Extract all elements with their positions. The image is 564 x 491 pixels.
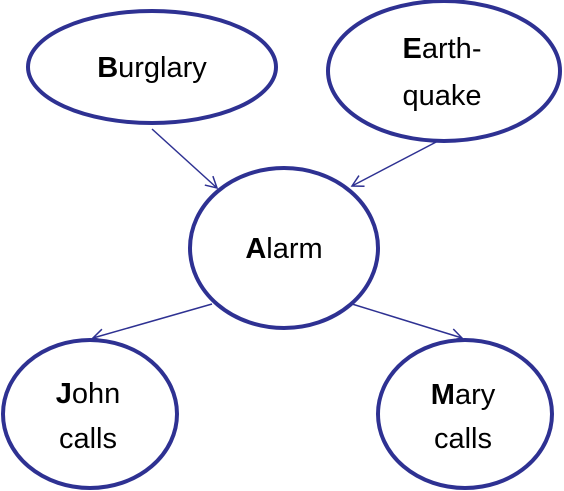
edge-earthquake-to-alarm	[350, 139, 441, 187]
node-mary-calls-ellipse	[376, 338, 554, 490]
edge-alarm-to-mary-calls	[351, 303, 464, 342]
node-mary-calls-label-line1: Mary	[431, 379, 496, 411]
node-earthquake: Earth- quake	[326, 0, 562, 143]
node-earthquake-label-line2: quake	[402, 80, 481, 112]
edge-alarm-to-john-calls	[91, 303, 213, 342]
node-burglary-initial: B	[97, 52, 118, 84]
node-burglary: Burglary	[26, 9, 278, 125]
node-mary-calls-label-line2: calls	[434, 423, 492, 455]
node-john-calls-rest: ohn	[72, 378, 120, 410]
node-alarm-ellipse	[188, 166, 380, 330]
node-alarm-label: Alarm	[245, 233, 322, 265]
node-john-calls-label-line1: John	[56, 378, 121, 410]
node-burglary-ellipse	[26, 9, 278, 125]
node-earthquake-ellipse	[326, 0, 562, 143]
node-burglary-label: Burglary	[97, 52, 207, 84]
node-alarm-rest: larm	[266, 233, 322, 265]
edge-burglary-to-alarm	[151, 128, 219, 190]
node-john-calls: John calls	[1, 338, 179, 490]
node-mary-calls-initial: M	[431, 379, 455, 411]
node-earthquake-label-line1: Earth-	[403, 33, 482, 65]
node-mary-calls: Mary calls	[376, 338, 554, 490]
node-john-calls-ellipse	[1, 338, 179, 490]
node-earthquake-initial: E	[403, 33, 422, 65]
node-alarm-initial: A	[245, 233, 266, 265]
node-john-calls-label-line2: calls	[59, 423, 117, 455]
node-john-calls-initial: J	[56, 378, 72, 410]
node-mary-calls-rest: ary	[455, 379, 496, 411]
node-earthquake-rest: arth-	[422, 33, 482, 65]
node-alarm: Alarm	[188, 166, 380, 330]
node-burglary-rest: urglary	[118, 52, 207, 84]
